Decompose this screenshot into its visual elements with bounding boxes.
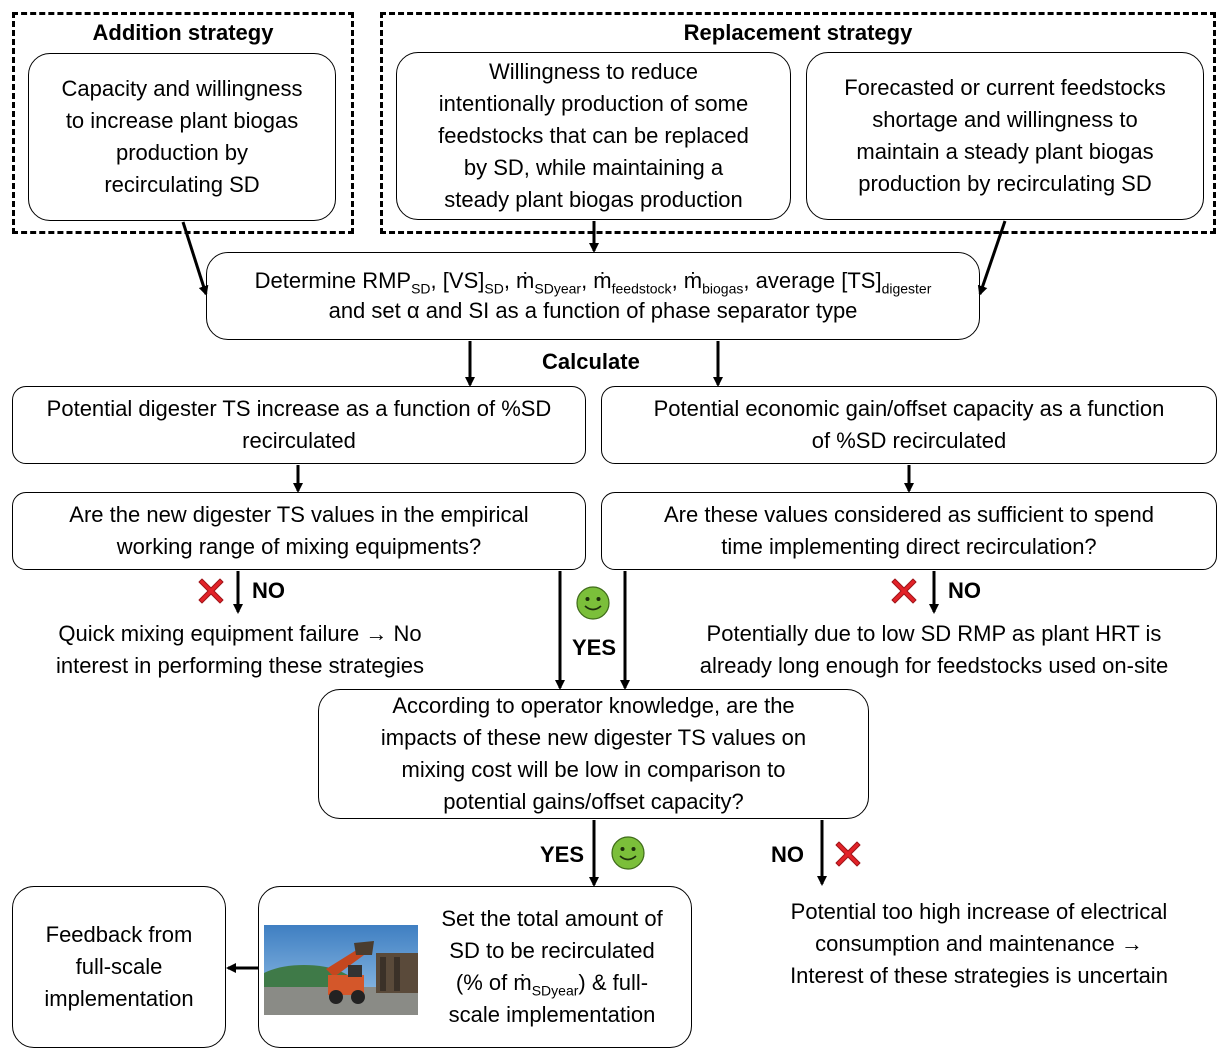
cross-icon-sufficient — [891, 578, 917, 604]
cross-icon-operator — [835, 841, 861, 867]
question-sufficient-line-1: Are these values considered as sufficien… — [663, 502, 1154, 527]
no-label-operator: NO — [771, 842, 804, 867]
no-label-sufficient: NO — [948, 578, 981, 603]
question-operator-line-1: According to operator knowledge, are the — [392, 693, 795, 718]
question-operator-line-2: impacts of these new digester TS values … — [380, 725, 807, 750]
implementation-line-3: (% of ṁSDyear) & full- — [455, 970, 649, 999]
yes-label-operator: YES — [540, 842, 585, 867]
replacement-right-line-4: production by recirculating SD — [858, 171, 1152, 196]
feedback-line-2: full-scale — [75, 954, 163, 979]
determine-line-2: and set α and SI as a function of phase … — [328, 298, 858, 323]
implementation-box: Set the total amount of SD to be recircu… — [258, 886, 692, 1048]
addition-strategy-header: Addition strategy — [92, 20, 274, 45]
determine-parameters-box: Determine RMPSD, [VS]SD, ṁSDyear, ṁfeeds… — [206, 252, 980, 340]
feedback-line-3: implementation — [44, 986, 194, 1011]
calculate-label: Calculate — [542, 349, 640, 374]
replacement-left-line-4: by SD, while maintaining a — [463, 155, 724, 180]
replacement-right-line-3: maintain a steady plant biogas — [856, 139, 1154, 164]
smiley-icon-operator — [611, 836, 645, 870]
addition-strategy-box: Capacity and willingness to increase pla… — [28, 53, 336, 221]
yes-label-first: YES — [572, 635, 617, 660]
digester-photo — [264, 925, 418, 1015]
addition-line-2: to increase plant biogas — [65, 108, 299, 133]
no-label-ts: NO — [252, 578, 285, 603]
potential-gain-box: Potential economic gain/offset capacity … — [601, 386, 1217, 464]
smiley-icon-first — [576, 586, 610, 620]
outcome-electrical: Potential too high increase of electrica… — [790, 899, 1168, 988]
cross-icon-ts — [198, 578, 224, 604]
replacement-left-line-3: feedstocks that can be replaced — [438, 123, 749, 148]
question-ts-line-1: Are the new digester TS values in the em… — [69, 502, 529, 527]
addition-line-4: recirculating SD — [104, 172, 260, 197]
potential-ts-line-1: Potential digester TS increase as a func… — [46, 396, 552, 421]
potential-ts-line-2: recirculated — [242, 428, 356, 453]
replacement-right-line-2: shortage and willingness to — [872, 107, 1138, 132]
replacement-shortage-box: Forecasted or current feedstocks shortag… — [806, 52, 1204, 220]
addition-line-3: production by — [115, 140, 249, 165]
question-operator-line-4: potential gains/offset capacity? — [443, 789, 744, 814]
addition-line-1: Capacity and willingness — [61, 76, 303, 101]
question-ts-line-2: working range of mixing equipments? — [116, 534, 482, 559]
implementation-line-2: SD to be recirculated — [449, 938, 655, 963]
outcome-mixing-failure: Quick mixing equipment failure → No inte… — [55, 621, 425, 678]
question-operator-line-3: mixing cost will be low in comparison to — [401, 757, 786, 782]
feedback-line-1: Feedback from — [45, 922, 193, 947]
replacement-right-line-1: Forecasted or current feedstocks — [844, 75, 1166, 100]
potential-ts-box: Potential digester TS increase as a func… — [12, 386, 586, 464]
replacement-strategy-header: Replacement strategy — [683, 20, 913, 45]
implementation-line-4: scale implementation — [448, 1002, 656, 1027]
feedback-box: Feedback from full-scale implementation — [12, 886, 226, 1048]
replacement-strategy-group — [380, 12, 1216, 234]
arrow-replacement-right-to-determine — [977, 220, 1007, 296]
replacement-left-line-5: steady plant biogas production — [444, 187, 743, 212]
question-sufficient-line-2: time implementing direct recirculation? — [721, 534, 1097, 559]
determine-line-1: Determine RMPSD, [VS]SD, ṁSDyear, ṁfeeds… — [254, 268, 932, 297]
addition-strategy-group — [12, 12, 354, 234]
question-operator-box: According to operator knowledge, are the… — [318, 689, 869, 819]
potential-gain-line-1: Potential economic gain/offset capacity … — [653, 396, 1165, 421]
replacement-intentional-box: Willingness to reduce intentionally prod… — [396, 52, 791, 220]
potential-gain-line-2: of %SD recirculated — [811, 428, 1007, 453]
outcome-low-rmp: Potentially due to low SD RMP as plant H… — [699, 621, 1169, 678]
replacement-left-line-1: Willingness to reduce — [488, 59, 699, 84]
replacement-left-line-2: intentionally production of some — [438, 91, 749, 116]
arrow-addition-to-determine — [181, 221, 209, 296]
implementation-line-1: Set the total amount of — [441, 906, 663, 931]
